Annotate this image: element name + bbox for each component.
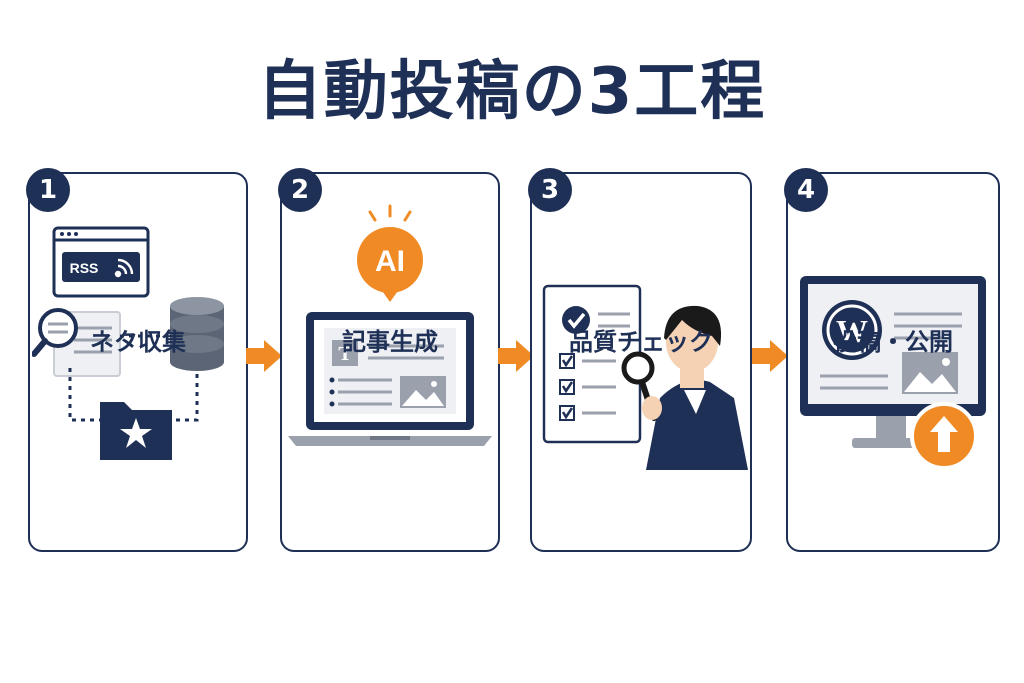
arrow-right-icon [246,340,282,372]
database-icon [170,297,224,371]
step-label-1: ネタ収集 [90,328,186,356]
text-lines [338,344,444,406]
step-2-illustration: AI T [288,204,492,446]
page-title: 自動投稿の3工程 [257,55,767,129]
step-4-illustration: W [800,276,986,470]
arrow-right-icon [752,340,788,372]
rss-icon [114,258,134,278]
rss-text: RSS [70,260,99,276]
step-label-2: 記事生成 [342,328,438,356]
folder-star-icon [100,402,172,460]
step-label-3: 品質チェック [569,328,713,356]
person-magnifier-icon [621,305,748,470]
step-label-4: 投稿・公開 [833,328,953,356]
step-number-badge-3: 3 [528,168,572,212]
upload-icon [910,402,978,470]
browser-window-icon: RSS [52,226,150,298]
ai-text: AI [375,245,405,278]
t-text: T [338,343,352,365]
image-icon [902,352,958,394]
text-t-icon: T [332,340,358,366]
ai-bubble-icon: AI [357,204,423,302]
arrow-right-icon [498,340,534,372]
step-number-badge-2: 2 [278,168,322,212]
step-number-badge-4: 4 [784,168,828,212]
step-1-illustration: RSS [32,226,224,460]
magnifier-icon [32,308,78,357]
step-3-illustration [542,284,748,470]
wordpress-icon: W [822,300,882,360]
image-icon [400,376,446,408]
step-number-badge-1: 1 [26,168,70,212]
wp-text: W [836,313,868,349]
dotted-connectors [68,334,199,422]
